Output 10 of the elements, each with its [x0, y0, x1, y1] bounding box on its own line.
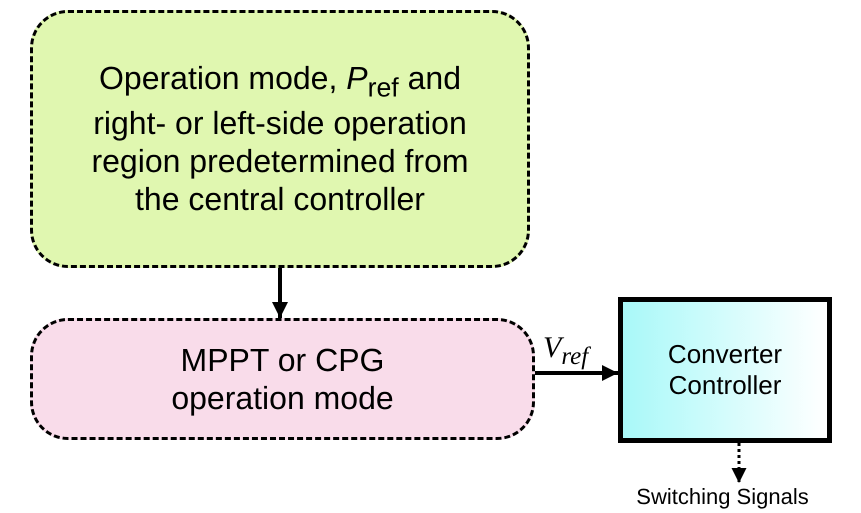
box-text: MPPT or CPG operation mode	[170, 340, 395, 418]
box-text: Operation mode, P$_{ref}$ and right- or left-side operation region predetermined from the central controller	[90, 59, 470, 219]
box-text: Converter Controller	[666, 338, 784, 402]
arrow	[535, 365, 618, 381]
arrow	[732, 443, 746, 483]
arrow	[272, 268, 288, 318]
rounded-box	[30, 318, 535, 440]
output-label: Switching Signals	[635, 484, 810, 510]
process-box	[618, 297, 832, 443]
rounded-box	[30, 10, 530, 268]
